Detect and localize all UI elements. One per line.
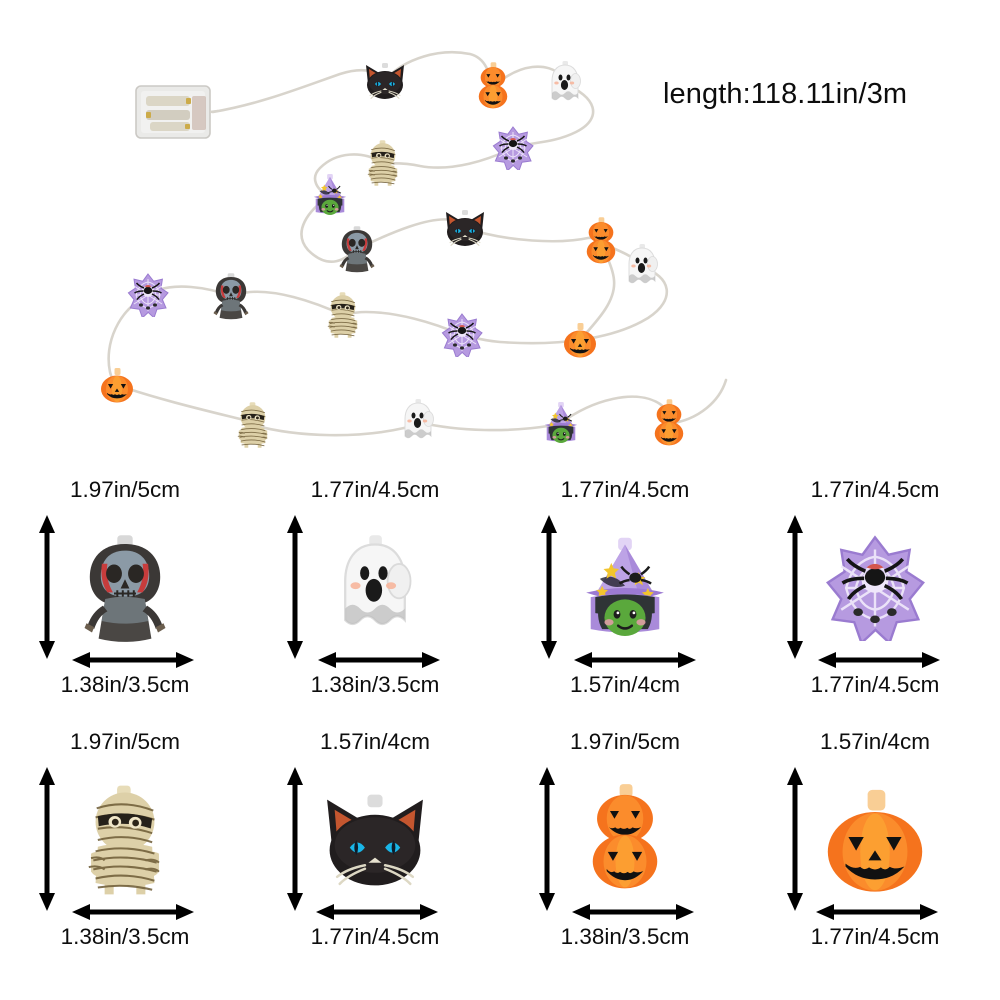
height-label: 1.97in/5cm <box>569 729 681 754</box>
string-lights-illustration <box>101 50 728 449</box>
width-arrow-icon <box>572 904 694 920</box>
length-label: length:118.11in/3m <box>663 78 908 110</box>
width-arrow-icon <box>72 652 194 668</box>
product-figure-black-cat <box>250 765 500 915</box>
width-arrow-icon <box>72 904 194 920</box>
height-label: 1.57in/4cm <box>319 729 431 754</box>
height-arrow-icon <box>541 515 557 659</box>
product-figure-pumpkin <box>750 765 1000 915</box>
dimension-card-mummy: 1.97in/5cm 1.38in/3.5cm <box>0 727 250 985</box>
product-figure-reaper <box>0 513 250 663</box>
width-arrow-icon <box>574 652 696 668</box>
product-figure-spider-web <box>750 513 1000 663</box>
height-label: 1.77in/4.5cm <box>560 477 690 502</box>
height-label: 1.77in/4.5cm <box>810 477 940 502</box>
width-label: 1.57in/4cm <box>569 672 681 697</box>
dimension-card-pumpkin-stack: 1.97in/5cm 1.38in/3.5cm <box>500 727 750 985</box>
height-arrow-icon <box>787 515 803 659</box>
height-arrow-icon <box>287 515 303 659</box>
dimension-card-reaper: 1.97in/5cm 1.38in/3.5cm <box>0 475 250 733</box>
product-figure-ghost <box>250 513 500 663</box>
product-figure-witch <box>500 513 750 663</box>
height-arrow-icon <box>39 767 55 911</box>
height-arrow-icon <box>539 767 555 911</box>
dimension-card-spider-web: 1.77in/4.5cm 1.77in/4.5cm <box>750 475 1000 733</box>
product-hero-image: length:118.11in/3m <box>0 0 1000 475</box>
width-label: 1.77in/4.5cm <box>810 924 940 949</box>
height-arrow-icon <box>787 767 803 911</box>
height-label: 1.57in/4cm <box>819 729 931 754</box>
width-label: 1.38in/3.5cm <box>560 924 690 949</box>
width-label: 1.38in/3.5cm <box>60 924 190 949</box>
battery-box <box>135 85 219 139</box>
width-arrow-icon <box>816 904 938 920</box>
product-figure-pumpkin-stack <box>500 765 750 915</box>
width-label: 1.38in/3.5cm <box>310 672 440 697</box>
height-label: 1.97in/5cm <box>69 477 181 502</box>
width-label: 1.77in/4.5cm <box>310 924 440 949</box>
dimension-card-black-cat: 1.57in/4cm 1.77in/4.5cm <box>250 727 500 985</box>
width-arrow-icon <box>318 652 440 668</box>
width-arrow-icon <box>818 652 940 668</box>
dimension-card-witch: 1.77in/4.5cm 1.57in/4cm <box>500 475 750 733</box>
height-arrow-icon <box>287 767 303 911</box>
width-label: 1.38in/3.5cm <box>60 672 190 697</box>
dimension-card-ghost: 1.77in/4.5cm 1.38in/3.5cm <box>250 475 500 733</box>
dimension-card-pumpkin: 1.57in/4cm 1.77in/4.5cm <box>750 727 1000 985</box>
dimension-card-grid: 1.97in/5cm 1.38in/3.5cm 1.77in/4.5cm 1.3… <box>0 475 1000 1000</box>
width-label: 1.77in/4.5cm <box>810 672 940 697</box>
width-arrow-icon <box>316 904 438 920</box>
height-label: 1.97in/5cm <box>69 729 181 754</box>
product-figure-mummy <box>0 765 250 915</box>
height-label: 1.77in/4.5cm <box>310 477 440 502</box>
height-arrow-icon <box>39 515 55 659</box>
